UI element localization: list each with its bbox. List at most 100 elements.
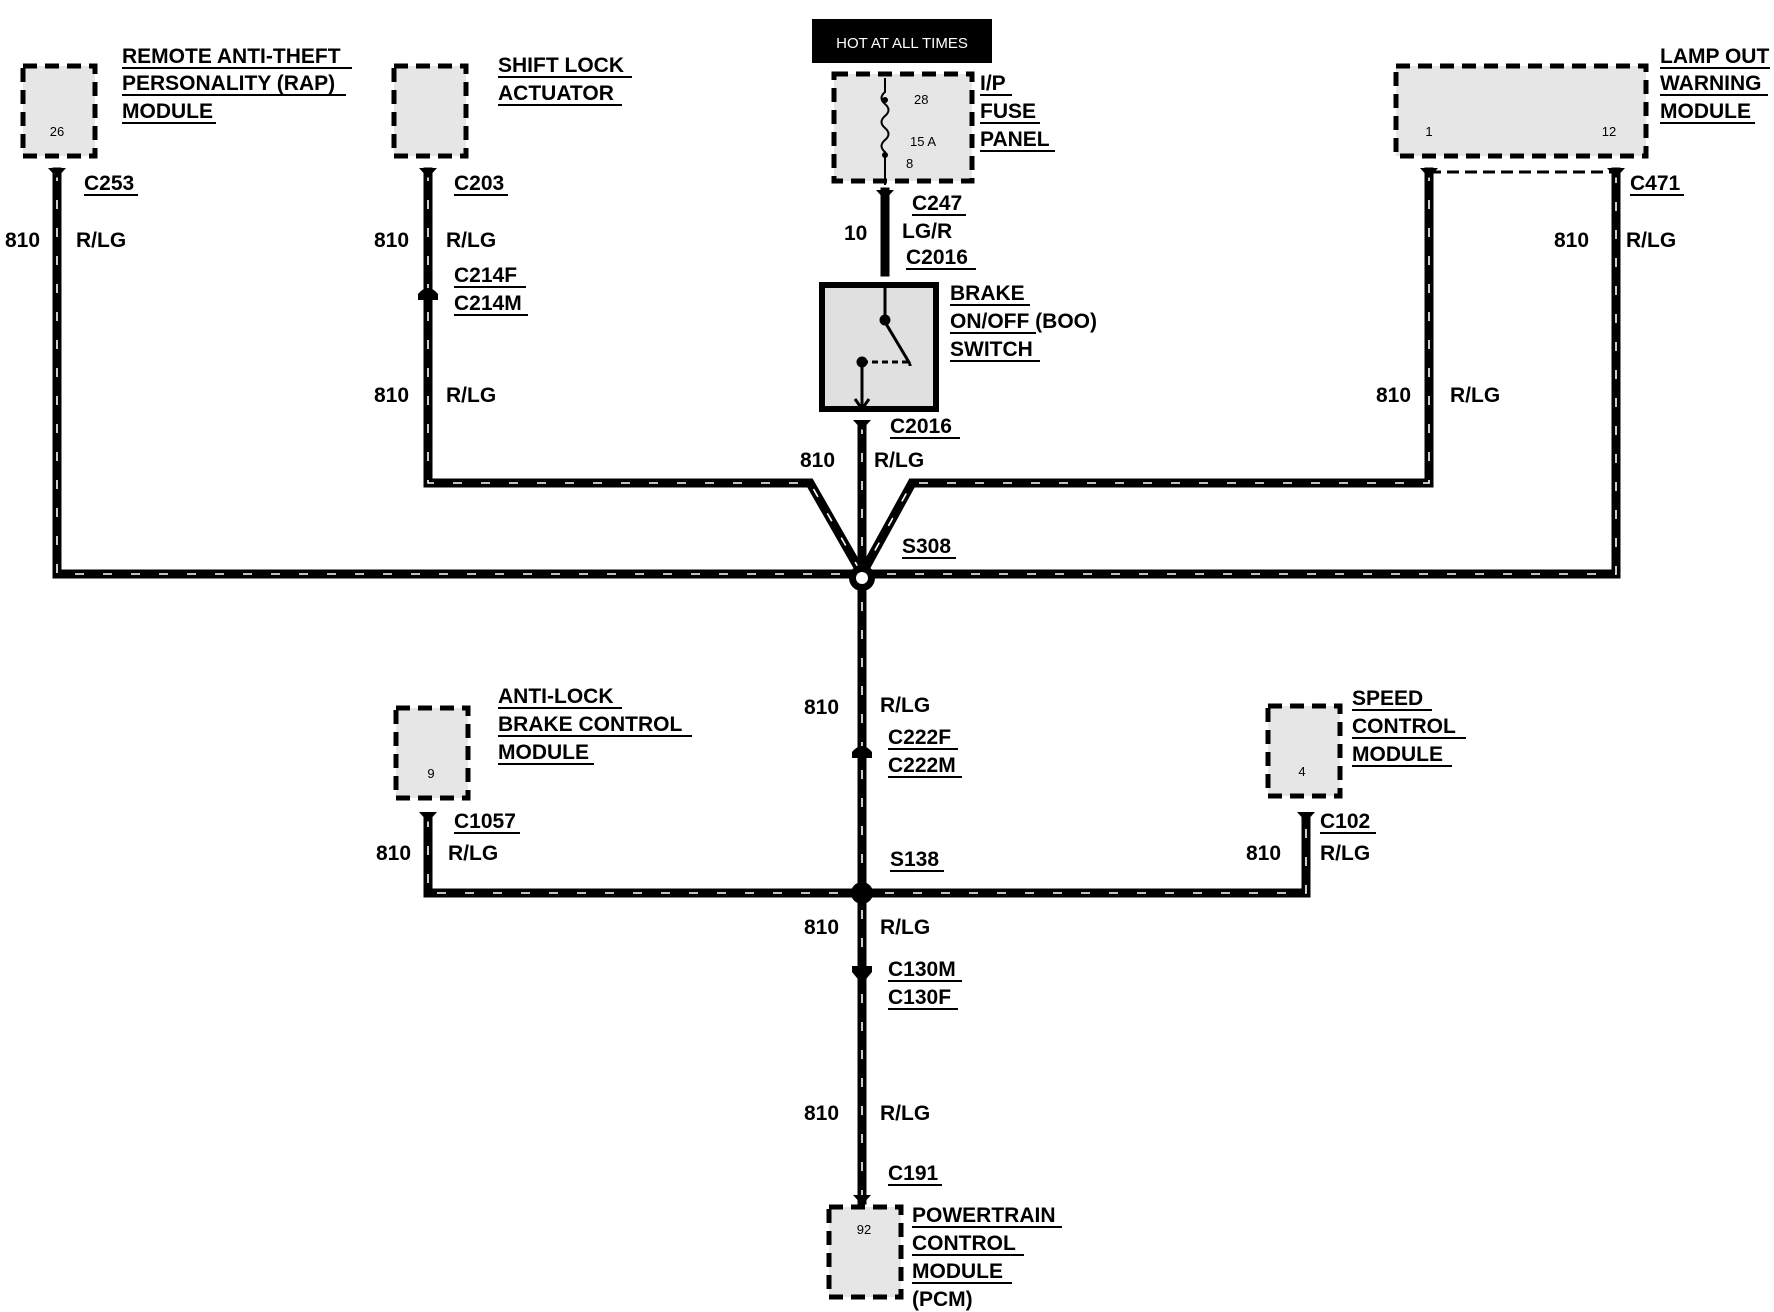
svg-text:810: 810 — [804, 696, 839, 719]
abs-module-label: ANTI-LOCK BRAKE CONTROL MODULE — [498, 685, 692, 765]
splice-s308 — [849, 565, 875, 591]
svg-text:R/LG: R/LG — [880, 694, 930, 717]
connector-c203: C203 — [454, 172, 504, 195]
svg-text:REMOTE ANTI-THEFT: REMOTE ANTI-THEFT — [122, 45, 341, 68]
svg-text:R/LG: R/LG — [880, 916, 930, 939]
svg-text:10: 10 — [844, 222, 867, 245]
lamp-out-pin-right: 12 — [1602, 124, 1616, 139]
pcm-label: POWERTRAIN CONTROL MODULE (PCM) — [912, 1204, 1062, 1311]
svg-text:MODULE: MODULE — [122, 100, 213, 123]
svg-text:MODULE: MODULE — [1352, 743, 1443, 766]
rap-pin: 26 — [50, 124, 64, 139]
connector-c2016-bottom: C2016 — [890, 415, 952, 438]
svg-text:R/LG: R/LG — [880, 1102, 930, 1125]
svg-text:POWERTRAIN: POWERTRAIN — [912, 1204, 1056, 1227]
svg-text:R/LG: R/LG — [1450, 384, 1500, 407]
svg-text:810: 810 — [1246, 842, 1281, 865]
speed-control-pin: 4 — [1298, 764, 1305, 779]
svg-text:MODULE: MODULE — [912, 1260, 1003, 1283]
connector-c222f: C222F — [888, 726, 951, 749]
svg-text:810: 810 — [374, 229, 409, 252]
svg-text:810: 810 — [800, 449, 835, 472]
splice-s138-label: S138 — [890, 848, 939, 871]
abs-pin: 9 — [427, 766, 434, 781]
connector-c1057: C1057 — [454, 810, 516, 833]
svg-text:810: 810 — [1376, 384, 1411, 407]
svg-text:(PCM): (PCM) — [912, 1288, 973, 1311]
svg-text:BRAKE CONTROL: BRAKE CONTROL — [498, 713, 682, 736]
splice-s308-label: S308 — [902, 535, 951, 558]
svg-text:810: 810 — [804, 916, 839, 939]
splice-s138 — [851, 882, 873, 904]
pcm-pin: 92 — [857, 1222, 871, 1237]
speed-control-box — [1265, 703, 1343, 799]
connector-c130f: C130F — [888, 986, 951, 1009]
svg-text:LAMP OUT: LAMP OUT — [1660, 45, 1769, 68]
svg-text:R/LG: R/LG — [1626, 229, 1676, 252]
fuse-rating: 15 A — [910, 134, 936, 149]
svg-text:R/LG: R/LG — [446, 384, 496, 407]
connector-c253: C253 — [84, 172, 134, 195]
shift-lock-box — [391, 63, 469, 159]
svg-text:MODULE: MODULE — [498, 741, 589, 764]
lamp-out-label: LAMP OUT WARNING MODULE — [1660, 45, 1770, 124]
connector-c214m: C214M — [454, 292, 522, 315]
wire-shift-lock — [423, 167, 869, 581]
svg-text:SHIFT LOCK: SHIFT LOCK — [498, 54, 624, 77]
hot-banner-text: HOT AT ALL TIMES — [836, 35, 968, 52]
fuse-panel-box — [831, 71, 975, 184]
connector-c222m: C222M — [888, 754, 956, 777]
rap-module-box — [20, 63, 98, 159]
speed-control-label: SPEED CONTROL MODULE — [1352, 687, 1466, 767]
fuse-pin-bottom: 8 — [906, 156, 913, 171]
svg-text:810: 810 — [1554, 229, 1589, 252]
boo-switch-box — [819, 282, 939, 412]
lamp-out-module-box — [1393, 63, 1649, 159]
hot-banner — [812, 19, 992, 63]
lamp-out-pin-left: 1 — [1425, 124, 1432, 139]
connector-c130m: C130M — [888, 958, 956, 981]
pcm-box — [826, 1204, 904, 1300]
connector-c2016-top: C2016 — [906, 246, 968, 269]
svg-text:810: 810 — [374, 384, 409, 407]
svg-text:ACTUATOR: ACTUATOR — [498, 82, 614, 105]
boo-switch-label: BRAKE ON/OFF (BOO) SWITCH — [950, 282, 1097, 362]
connector-terminals — [48, 168, 1625, 1205]
svg-text:810: 810 — [5, 229, 40, 252]
connector-c247: C247 — [912, 192, 962, 215]
svg-text:LG/R: LG/R — [902, 220, 952, 243]
wire-labels: 810 R/LG 810 R/LG 810 R/LG 10 LG/R 810 R… — [5, 220, 1676, 1125]
connector-c191: C191 — [888, 1162, 939, 1185]
svg-text:SWITCH: SWITCH — [950, 338, 1033, 361]
fuse-panel-label: I/P FUSE PANEL — [980, 72, 1055, 152]
svg-text:WARNING: WARNING — [1660, 72, 1762, 95]
connector-labels: C253 C203 C247 C2016 C471 C2016 C214F C2… — [84, 172, 1684, 1186]
svg-text:R/LG: R/LG — [446, 229, 496, 252]
svg-text:CONTROL: CONTROL — [912, 1232, 1016, 1255]
svg-text:PANEL: PANEL — [980, 128, 1050, 151]
svg-text:ANTI-LOCK: ANTI-LOCK — [498, 685, 613, 708]
rap-module-label: REMOTE ANTI-THEFT PERSONALITY (RAP) MODU… — [122, 45, 352, 124]
svg-text:MODULE: MODULE — [1660, 100, 1751, 123]
shift-lock-label: SHIFT LOCK ACTUATOR — [498, 54, 632, 106]
svg-text:CONTROL: CONTROL — [1352, 715, 1456, 738]
svg-text:810: 810 — [804, 1102, 839, 1125]
svg-text:ON/OFF (BOO): ON/OFF (BOO) — [950, 310, 1097, 333]
abs-module-box — [393, 705, 471, 801]
svg-text:BRAKE: BRAKE — [950, 282, 1025, 305]
connector-c471: C471 — [1630, 172, 1681, 195]
svg-text:R/LG: R/LG — [874, 449, 924, 472]
connector-c102: C102 — [1320, 810, 1370, 833]
wire-s138-branch — [423, 813, 1311, 898]
svg-text:R/LG: R/LG — [1320, 842, 1370, 865]
switch-icon — [853, 285, 912, 412]
connector-c214f: C214F — [454, 264, 517, 287]
svg-text:PERSONALITY (RAP): PERSONALITY (RAP) — [122, 72, 335, 95]
svg-text:SPEED: SPEED — [1352, 687, 1423, 710]
svg-text:R/LG: R/LG — [76, 229, 126, 252]
svg-text:FUSE: FUSE — [980, 100, 1036, 123]
svg-text:810: 810 — [376, 842, 411, 865]
wire-lamp-out — [855, 167, 1434, 581]
fuse-pin-top: 28 — [914, 92, 928, 107]
